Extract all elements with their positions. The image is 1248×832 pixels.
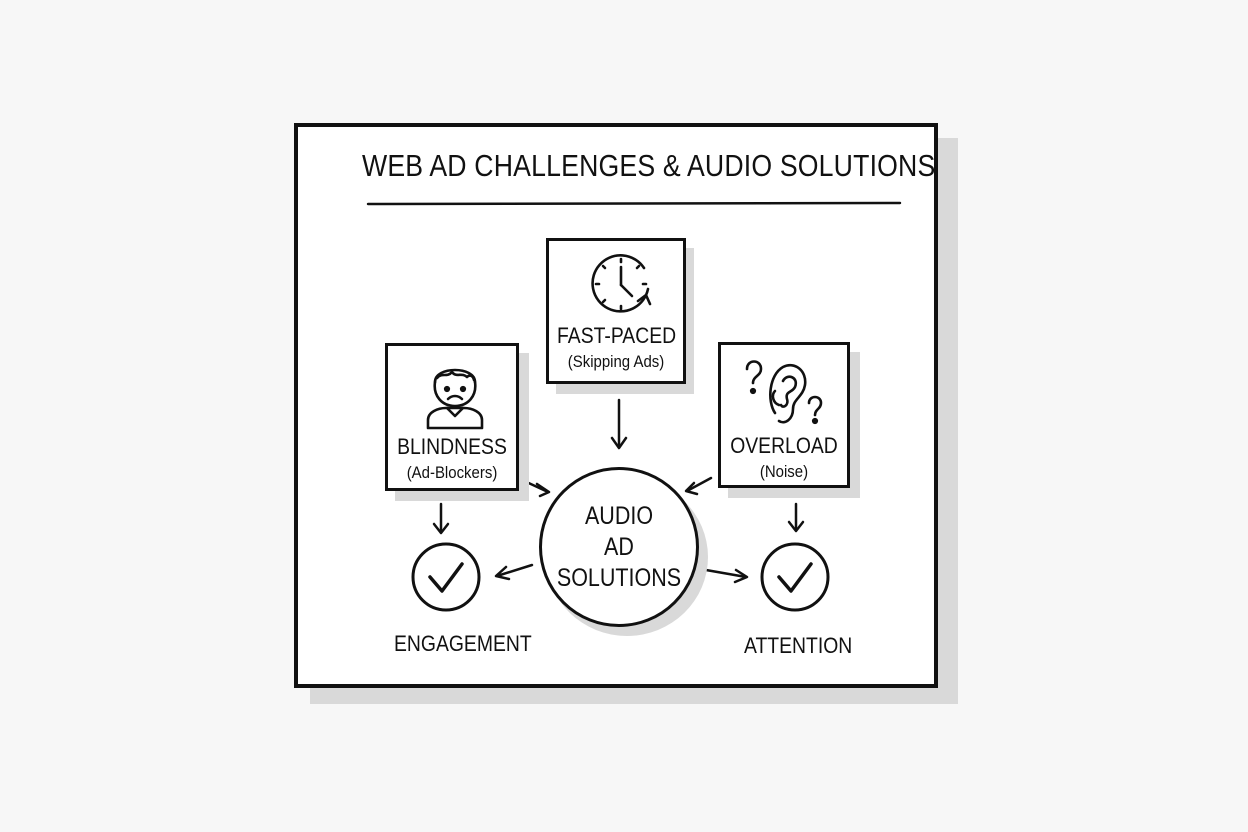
challenge-overload: OVERLOAD (Noise) [718,342,850,488]
engagement-check-icon [411,542,481,612]
engagement-label: ENGAGEMENT [394,631,532,656]
arrow-overload-to-center [684,476,713,496]
fast-paced-subtitle: (Skipping Ads) [567,352,665,371]
center-audio-ad-solutions: AUDIO AD SOLUTIONS [539,467,699,627]
title-divider [366,201,902,206]
center-line-2: AD [604,533,634,561]
center-line-1: AUDIO [584,502,654,530]
challenge-blindness: BLINDNESS (Ad-Blockers) [385,343,519,491]
attention-label: ATTENTION [744,633,853,658]
arrow-center-to-attention [704,568,749,584]
arrow-center-to-engagement [494,563,534,581]
arrow-blindness-to-engagement [432,502,450,535]
confused-ear-icon [745,360,823,425]
blindness-subtitle: (Ad-Blockers) [406,463,498,482]
attention-check-icon [760,542,830,612]
arrow-fast-paced-to-center [610,398,628,450]
fast-paced-title: FAST-PACED [557,323,677,348]
challenge-fast-paced: FAST-PACED (Skipping Ads) [546,238,686,384]
blindness-title: BLINDNESS [397,434,507,459]
overload-subtitle: (Noise) [759,462,809,481]
sad-person-icon [426,368,484,430]
arrow-overload-to-attention [787,502,805,533]
center-line-3: SOLUTIONS [556,564,682,592]
clock-icon [591,254,652,313]
overload-title: OVERLOAD [730,433,838,458]
